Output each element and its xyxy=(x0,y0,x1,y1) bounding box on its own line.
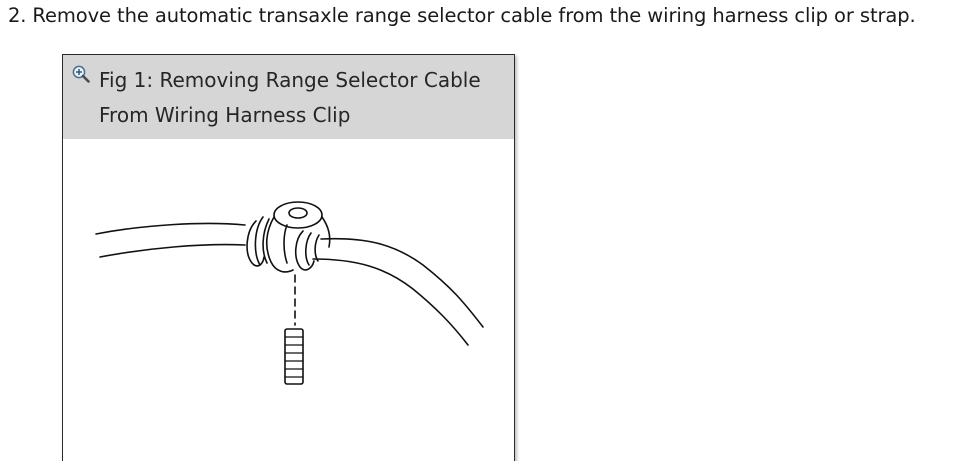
clip-ring-2 xyxy=(254,216,264,266)
left-cable-lower-edge xyxy=(99,243,246,258)
clip-ring-4 xyxy=(294,230,315,271)
clip-right-side xyxy=(321,216,331,248)
left-cable-upper-edge xyxy=(95,222,246,235)
right-cable-upper-edge xyxy=(320,237,484,328)
clip-ring-5 xyxy=(305,232,312,266)
step-number: 2. xyxy=(8,4,27,27)
figure-illustration xyxy=(63,139,514,461)
instruction-step: 2.Remove the automatic transaxle range s… xyxy=(8,3,916,29)
cable-clip-drawing xyxy=(95,201,484,385)
right-cable-lower-edge xyxy=(312,258,469,346)
clip-inner-edge xyxy=(283,224,288,264)
clip-ring-3 xyxy=(262,218,270,264)
clip-left-side xyxy=(265,216,294,273)
figure-box: Fig 1: Removing Range Selector Cable Fro… xyxy=(62,54,515,461)
clip-ring-1 xyxy=(246,220,265,267)
clip-top xyxy=(273,201,323,229)
zoom-in-icon[interactable] xyxy=(72,65,90,83)
step-text: Remove the automatic transaxle range sel… xyxy=(32,4,916,27)
clip-top-hole xyxy=(288,207,308,219)
fastener-stud xyxy=(284,328,304,385)
figure-header: Fig 1: Removing Range Selector Cable Fro… xyxy=(63,55,514,139)
figure-title: Fig 1: Removing Range Selector Cable Fro… xyxy=(99,68,481,127)
fastener-threads xyxy=(284,336,304,378)
clip-ring-6 xyxy=(314,234,320,262)
